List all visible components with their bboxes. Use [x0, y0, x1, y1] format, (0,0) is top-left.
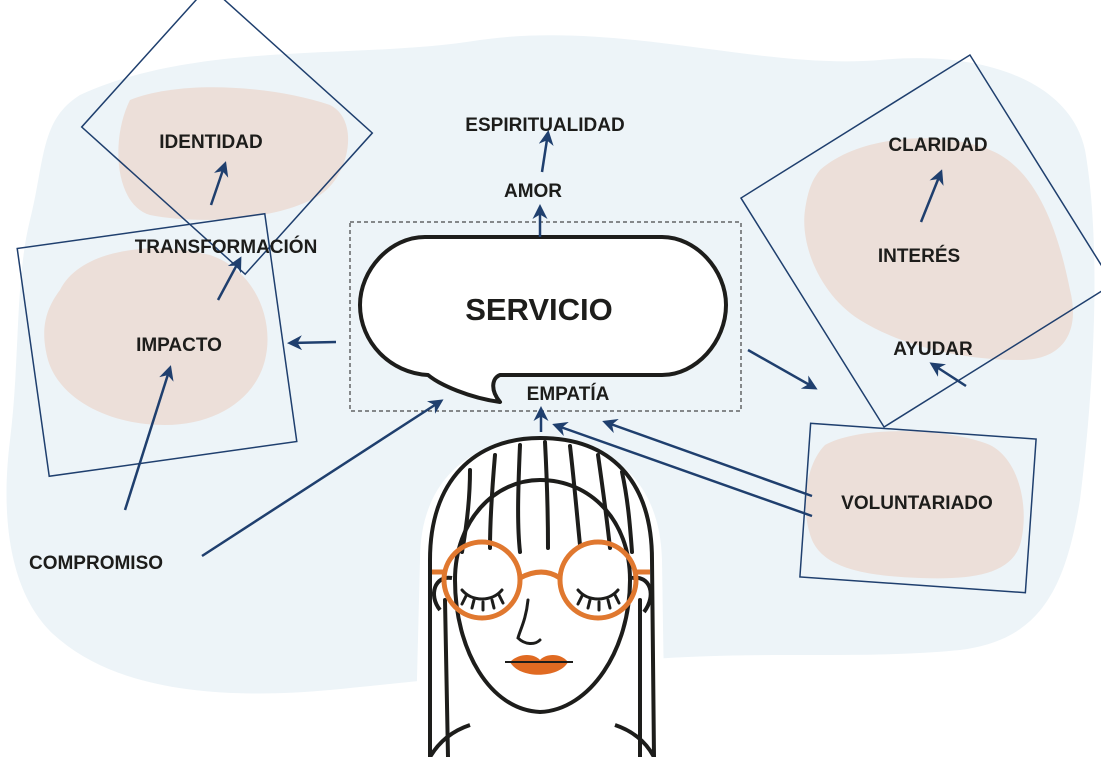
arrow-interes-claridad: [919, 169, 944, 223]
servicio-speech-bubble: [358, 235, 728, 404]
label-empatia: EMPATÍA: [527, 383, 610, 405]
frame-impacto: [16, 212, 298, 478]
frame-right: [739, 53, 1101, 429]
label-impacto: IMPACTO: [136, 335, 222, 356]
arrow-servicio-impacto: [287, 335, 337, 351]
label-ayudar: AYUDAR: [893, 339, 973, 360]
arrow-amor-espiritualidad: [538, 130, 554, 173]
beige-blob-voluntariado: [805, 431, 1024, 579]
arrow-voluntariado-empatia-1: [552, 421, 813, 518]
arrow-ayudar: [929, 362, 967, 388]
label-identidad: IDENTIDAD: [159, 132, 262, 153]
beige-blob-identidad: [118, 87, 349, 220]
label-compromiso: COMPROMISO: [29, 553, 163, 574]
label-interes: INTERÉS: [878, 245, 960, 267]
servicio-dashed-box: [349, 221, 742, 412]
hair: [428, 435, 656, 757]
woman-illustration: [415, 435, 665, 757]
label-transformacion: TRANSFORMACIÓN: [135, 236, 318, 258]
glasses-right-lens: [557, 539, 639, 621]
face: [452, 477, 633, 715]
arrow-servicio-right: [747, 348, 818, 390]
label-espiritualidad: ESPIRITUALIDAD: [465, 115, 624, 136]
arrows: [123, 130, 967, 558]
arrow-compromiso-impacto: [123, 365, 174, 511]
beige-blob-right: [804, 138, 1073, 360]
arrow-voluntariado-empatia-2: [602, 418, 813, 498]
arrow-transformacion-identidad: [209, 161, 229, 206]
label-claridad: CLARIDAD: [888, 135, 987, 156]
frame-voluntariado: [799, 422, 1037, 594]
label-voluntariado: VOLUNTARIADO: [841, 493, 993, 514]
arrow-impacto-transformacion: [216, 256, 242, 301]
label-amor: AMOR: [504, 181, 562, 202]
beige-blob-impacto: [44, 248, 268, 425]
arrow-compromiso-servicio: [201, 399, 444, 558]
frame-identidad: [80, 0, 374, 276]
lips: [510, 655, 568, 675]
glasses-left-lens: [441, 539, 523, 621]
label-servicio: SERVICIO: [465, 292, 613, 327]
